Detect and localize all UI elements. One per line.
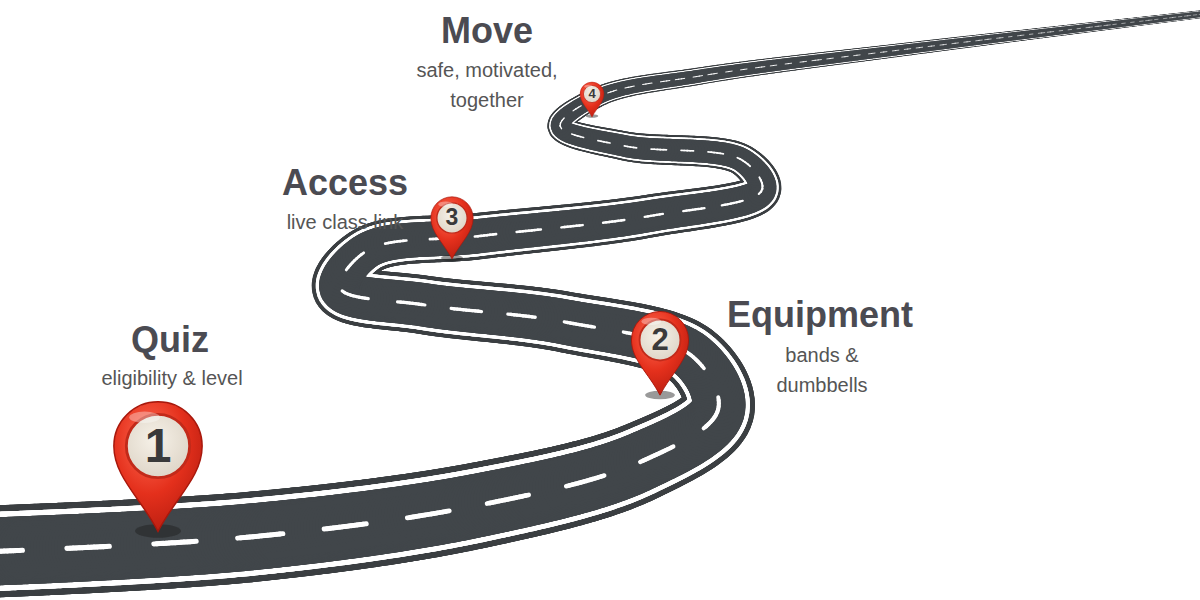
road-edge	[0, 12, 1200, 552]
road-surface-stroke	[601, 476, 604, 477]
road-edge-line-stroke	[670, 447, 673, 449]
road-edge-stroke	[670, 447, 673, 449]
road-edge-stroke	[1199, 10, 1200, 18]
road-edge-line-stroke	[1199, 11, 1200, 18]
road-edge-line-stroke	[572, 134, 575, 135]
road-edge-stroke	[572, 134, 575, 135]
road-edge-line-stroke	[601, 476, 604, 477]
road-edge-stroke	[342, 291, 345, 293]
road-surface-stroke	[670, 447, 673, 449]
road-edge-stroke	[361, 253, 364, 255]
road-edge-line-stroke	[342, 291, 345, 293]
road-edge-line	[0, 12, 1200, 552]
road-edge-stroke	[601, 476, 604, 477]
road-edge-line-stroke	[361, 253, 364, 255]
road	[0, 12, 1200, 552]
road-surface	[0, 12, 1200, 552]
